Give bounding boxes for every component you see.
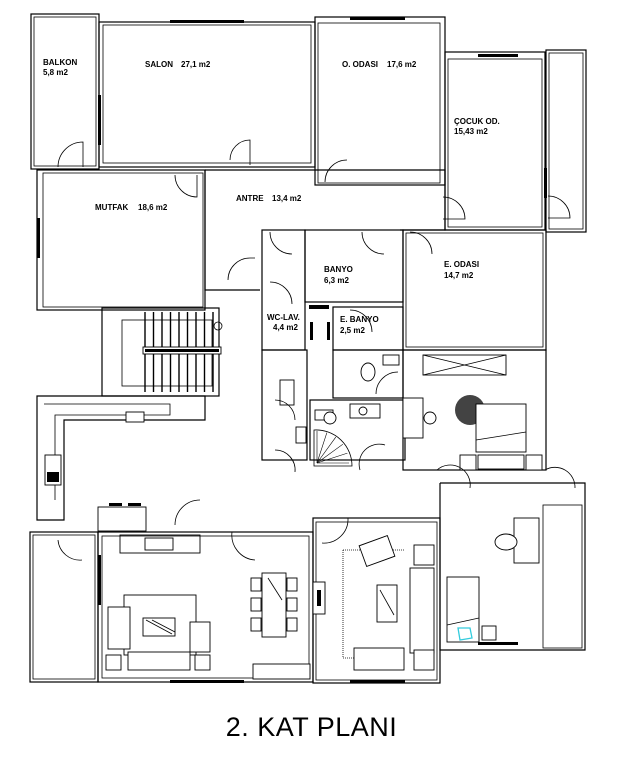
room-name-balkon: BALKON	[43, 58, 77, 67]
room-labels: BALKON 5,8 m2 SALON 27,1 m2 O. ODASI 17,…	[43, 58, 500, 335]
master-bedroom	[402, 349, 576, 489]
room-name-e-odasi: E. ODASI	[444, 260, 479, 269]
room-area-e-odasi: 14,7 m2	[444, 271, 474, 280]
kitchen-lower	[36, 395, 206, 554]
dining-table-kitchen	[97, 506, 147, 532]
bottom-unit	[29, 482, 586, 684]
top-unit-walls	[30, 13, 587, 351]
room-area-banyo: 6,3 m2	[324, 276, 349, 285]
e-odasi-walls	[402, 229, 547, 351]
room-area-salon: 27,1 m2	[181, 60, 211, 69]
mutfak-walls	[36, 169, 206, 311]
double-bed	[475, 403, 527, 453]
floor-plan: BALKON 5,8 m2 SALON 27,1 m2 O. ODASI 17,…	[29, 13, 587, 684]
room-name-o-odasi: O. ODASI	[342, 60, 378, 69]
salon-walls	[98, 21, 316, 168]
spiral-step	[316, 436, 337, 464]
room-name-salon: SALON	[145, 60, 173, 69]
room-area-mutfak: 18,6 m2	[138, 203, 168, 212]
cocuk-od-walls	[444, 51, 546, 231]
room-name-cocuk-od: ÇOCUK OD.	[454, 117, 500, 126]
room-name-e-banyo: E. BANYO	[340, 315, 379, 324]
plan-title: 2. KAT PLANI	[225, 712, 398, 742]
spiral-step	[316, 452, 348, 464]
bathroom-core	[261, 349, 406, 473]
room-area-wc-lav: 4,4 m2	[273, 323, 298, 332]
spiral-step	[316, 443, 344, 464]
staircase	[101, 307, 223, 397]
room-name-mutfak: MUTFAK	[95, 203, 129, 212]
wc-lav-walls	[261, 229, 306, 351]
room-name-wc-lav: WC-LAV.	[267, 313, 300, 322]
accent-mark	[457, 627, 473, 641]
spiral-step	[316, 432, 328, 464]
room-area-balkon: 5,8 m2	[43, 68, 68, 77]
banyo-walls	[304, 229, 404, 303]
salon-window	[170, 20, 244, 23]
top-doors	[57, 139, 571, 333]
room-name-banyo: BANYO	[324, 265, 353, 274]
room-area-e-banyo: 2,5 m2	[340, 326, 365, 335]
room-area-cocuk-od: 15,43 m2	[454, 127, 488, 136]
room-name-antre: ANTRE	[236, 194, 264, 203]
balkon-outline	[30, 13, 100, 170]
room-area-o-odasi: 17,6 m2	[387, 60, 417, 69]
room-area-antre: 13,4 m2	[272, 194, 302, 203]
dining-table	[261, 572, 287, 638]
o-odasi-walls	[314, 16, 446, 186]
